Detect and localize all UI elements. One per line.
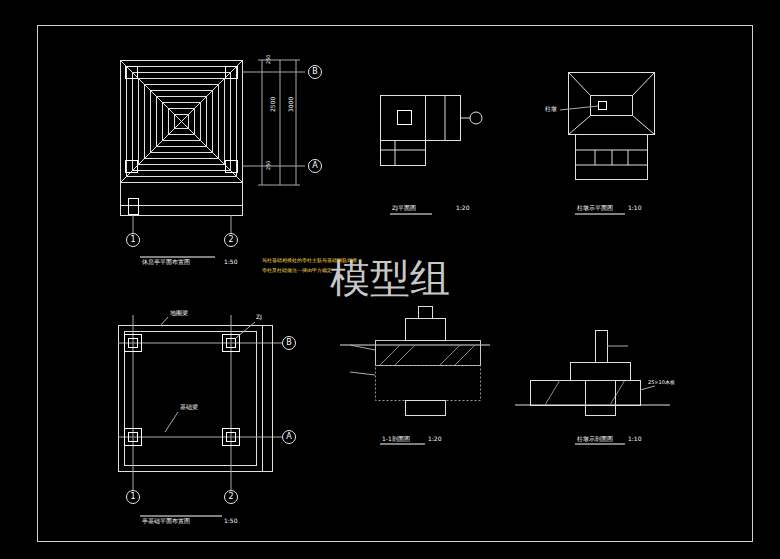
scale-text: 1:20 (428, 436, 441, 442)
dimension-text: 2500 (270, 97, 276, 112)
note-text: 亭柱及柱础做法一律由甲方确定 (262, 268, 332, 273)
axis-label: B (286, 339, 292, 347)
axis-bubble: 2 (224, 233, 238, 247)
axis-label: 2 (228, 236, 233, 244)
note-text: 与柱基础相接处的亭柱主筋与基础钢筋焊接 (262, 258, 357, 263)
axis-label: 1 (130, 236, 135, 244)
scale-text: 1:10 (628, 436, 641, 442)
dimension-text: 250 (266, 54, 271, 64)
view-title: 柱墩示平面图 (577, 205, 613, 211)
view-title: 1-1剖面图 (382, 436, 410, 442)
part-label: 基础梁 (180, 404, 198, 410)
part-label: 柱墩 (545, 106, 557, 112)
scale-text: 1:10 (628, 205, 641, 211)
view-title: 亭基础平面布置图 (142, 518, 190, 524)
axis-label: B (312, 68, 318, 76)
dimension-text: 250 (266, 160, 271, 170)
axis-label: A (286, 433, 291, 441)
scale-text: 1:50 (224, 259, 237, 265)
view-title: 休息亭平面布置图 (142, 259, 190, 265)
axis-label: A (312, 162, 317, 170)
axis-label: 1 (130, 493, 135, 501)
scale-text: 1:20 (456, 205, 469, 211)
axis-label: 2 (228, 493, 233, 501)
axis-bubble: 1 (126, 490, 140, 504)
axis-bubble: B (308, 65, 322, 79)
axis-bubble: 1 (126, 233, 140, 247)
scale-text: 1:50 (224, 518, 237, 524)
axis-bubble: B (282, 336, 296, 350)
part-label: 25×10木板 (648, 380, 675, 385)
axis-bubble: A (308, 159, 322, 173)
dimension-text: 3000 (288, 97, 294, 112)
part-label: ZJ (256, 314, 262, 320)
view-title: ZJ平面图 (392, 205, 416, 211)
axis-bubble: 2 (224, 490, 238, 504)
axis-bubble: A (282, 430, 296, 444)
watermark: 模型组 (330, 258, 450, 298)
part-label: 地圈梁 (170, 310, 188, 316)
view-title: 柱墩示剖面图 (577, 436, 613, 442)
